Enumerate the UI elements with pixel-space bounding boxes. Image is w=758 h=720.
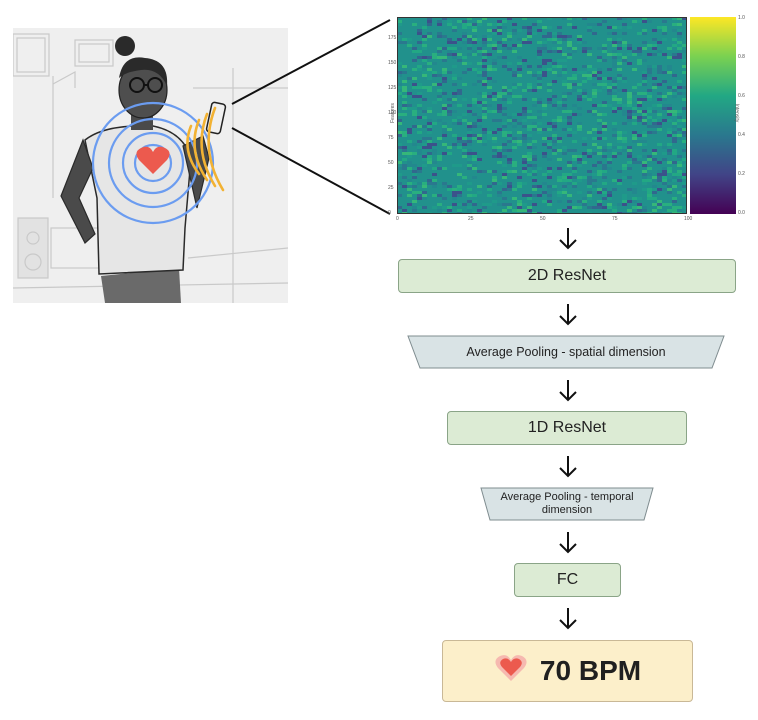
x-tick-label: 100 (684, 216, 693, 222)
resnet-2d-block: 2D ResNet (398, 259, 736, 293)
arrow-down-icon (559, 304, 577, 326)
fc-block: FC (514, 563, 621, 597)
x-tick-label: 25 (468, 216, 474, 222)
colorbar-label: Intensity (733, 103, 740, 123)
y-tick-label: 0 (388, 210, 391, 216)
avg-pool-temporal-label-line1: Average Pooling - temporal (500, 490, 634, 503)
y-tick-label: 175 (388, 35, 397, 41)
spectrogram-heatmap (397, 17, 687, 215)
avg-pool-temporal-label-line2: dimension (541, 504, 593, 516)
y-tick-label: 100 (388, 110, 397, 116)
x-tick-label: 75 (612, 216, 618, 222)
x-tick-label: 0 (396, 216, 399, 222)
colorbar-tick-label: 0.6 (738, 93, 745, 99)
arrow-down-icon (559, 532, 577, 554)
connector-lines (231, 19, 391, 215)
person-phone-illustration (12, 28, 289, 303)
colorbar-tick-label: 1.0 (738, 15, 745, 21)
arrow-down-icon (559, 380, 577, 402)
y-tick-label: 150 (388, 60, 397, 66)
arrow-down-icon (559, 456, 577, 478)
avg-pool-spatial-label: Average Pooling - spatial dimension (466, 344, 666, 359)
y-tick-label: 125 (388, 85, 397, 91)
avg-pool-temporal-block: Average Pooling - temporal dimension (480, 487, 654, 521)
y-tick-label: 50 (388, 160, 394, 166)
colorbar-tick-label: 0.4 (738, 132, 745, 138)
avg-pool-spatial-block: Average Pooling - spatial dimension (407, 335, 725, 369)
bpm-value: 70 BPM (539, 655, 642, 686)
x-tick-label: 50 (540, 216, 546, 222)
y-tick-label: 25 (388, 185, 394, 191)
y-tick-label: 75 (388, 135, 394, 141)
arrow-down-icon (559, 608, 577, 630)
colorbar-tick-label: 0.0 (738, 210, 745, 216)
arrow-down-icon (559, 228, 577, 250)
colorbar (690, 17, 736, 214)
colorbar-tick-label: 0.8 (738, 54, 745, 60)
colorbar-tick-label: 0.2 (738, 171, 745, 177)
heart-icon (494, 653, 528, 690)
resnet-1d-block: 1D ResNet (447, 411, 687, 445)
result-output: 70 BPM (442, 640, 693, 702)
